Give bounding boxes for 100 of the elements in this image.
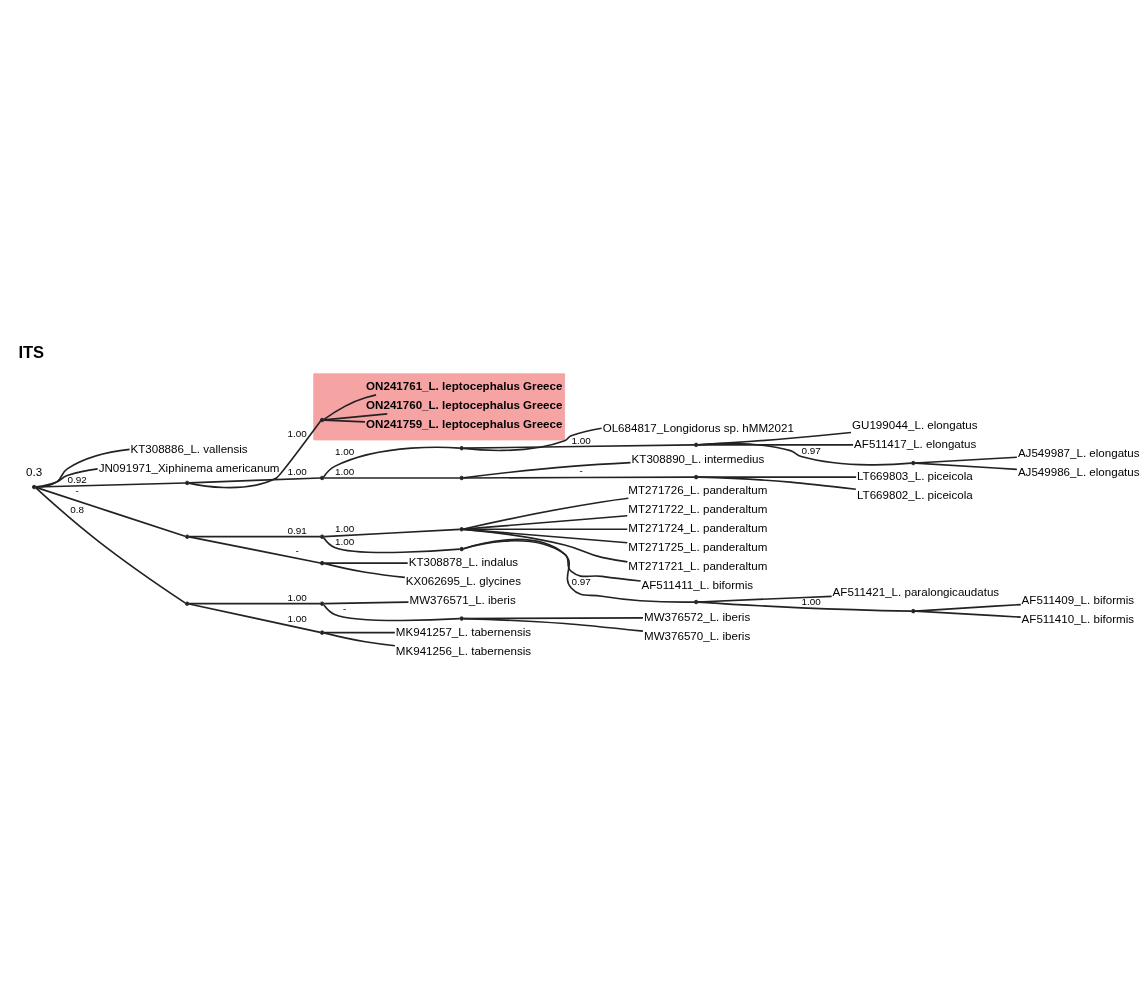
node-point <box>459 526 464 531</box>
connector <box>697 443 854 446</box>
edge-label: - <box>295 544 299 556</box>
node-point <box>911 460 916 465</box>
node-text: ON241761_L. leptocephalus Greece <box>366 379 563 392</box>
connector <box>323 631 396 633</box>
connector <box>323 393 377 420</box>
connector <box>462 475 696 479</box>
edge-label: 1.00 <box>334 465 355 477</box>
node-point <box>459 615 464 621</box>
node-point <box>319 629 325 635</box>
edge-label: 1.00 <box>287 612 307 624</box>
node-text: MW376571_L. iberis <box>409 593 516 606</box>
node-text: LT669802_L. piceicola <box>857 488 973 501</box>
diagram-title: ITS <box>18 342 45 362</box>
connector <box>462 538 695 603</box>
edge-label: 1.00 <box>287 427 307 439</box>
node-text: KT308890_L. intermedius <box>631 452 765 465</box>
connector <box>462 617 644 632</box>
cluster <box>313 372 566 440</box>
node-point <box>459 546 464 551</box>
node-text: MT271726_L. panderaltum <box>628 483 768 496</box>
edge-label: 1.00 <box>571 434 591 446</box>
edge-label: 1.00 <box>287 591 307 603</box>
connector <box>462 426 603 451</box>
node-point <box>184 601 190 606</box>
edge-label: 0.91 <box>287 524 307 536</box>
node-point <box>911 608 916 613</box>
connector <box>188 535 322 564</box>
connector <box>188 419 322 488</box>
connector <box>462 514 629 530</box>
connector <box>188 602 322 633</box>
connector <box>914 461 1018 470</box>
connector <box>462 496 630 530</box>
edge-label: - <box>75 484 79 496</box>
node-text: LT669803_L. piceicola <box>857 469 973 482</box>
node-text: AF511410_L. biformis <box>1021 612 1135 625</box>
label: 0.3 <box>26 465 43 478</box>
connector <box>462 461 632 479</box>
node-text: MK941257_L. tabernensis <box>395 625 532 638</box>
connector <box>697 475 857 490</box>
connector <box>322 445 461 478</box>
edge-label: 1.00 <box>334 445 355 457</box>
connector <box>188 476 322 484</box>
connector <box>697 442 913 466</box>
node-point <box>184 534 190 539</box>
edge-label: - <box>579 464 583 476</box>
connector <box>188 602 322 604</box>
node-text: AJ549986_L. elongatus <box>1017 465 1140 478</box>
node-point <box>319 475 325 480</box>
node-point <box>459 445 464 450</box>
connector <box>35 486 187 604</box>
connector <box>323 476 461 479</box>
connector <box>35 486 186 537</box>
node-point <box>693 442 699 447</box>
node-text: GU199044_L. elongatus <box>852 418 978 431</box>
node-text: KT308886_L. vallensis <box>130 442 248 455</box>
edge-label: 0.97 <box>571 575 591 587</box>
node-text: AF511421_L. paralongicaudatus <box>832 585 1000 598</box>
connector <box>188 535 322 537</box>
node-point <box>319 417 325 422</box>
node-text: MW376570_L. iberis <box>644 629 751 642</box>
node-point <box>319 534 325 539</box>
node-text: KT308878_L. indalus <box>408 555 519 568</box>
node-text: KX062695_L. glycines <box>405 574 522 587</box>
node-text: AF511417_L. elongatus <box>854 437 977 450</box>
node-point <box>693 474 699 479</box>
node-text: ON241760_L. leptocephalus Greece <box>366 398 563 411</box>
node-point <box>31 484 37 489</box>
node-text: MT271721_L. panderaltum <box>628 559 768 572</box>
node-text: MW376572_L. iberis <box>644 610 751 623</box>
connector <box>35 481 186 488</box>
edge-label: - <box>342 602 347 614</box>
connector <box>323 603 461 621</box>
connector <box>323 527 461 537</box>
edge-label: 1.00 <box>334 522 355 534</box>
connector <box>462 443 696 449</box>
connector <box>323 562 406 578</box>
node-text: AF511411_L. biformis <box>641 578 754 591</box>
node-point <box>693 599 699 604</box>
connector <box>323 631 396 647</box>
node-point <box>459 475 464 480</box>
connector <box>914 609 1022 618</box>
edge-label: 1.00 <box>334 535 355 547</box>
node-point <box>319 560 325 565</box>
connector <box>323 561 409 564</box>
edge-label: 0.8 <box>70 503 85 515</box>
node-text: MK941256_L. tabernensis <box>395 644 532 657</box>
node-text: AF511409_L. biformis <box>1021 593 1135 606</box>
connector <box>462 528 629 563</box>
connector <box>323 412 389 421</box>
connector <box>462 527 629 530</box>
node-point <box>184 480 190 485</box>
node-text: JN091971_Xiphinema americanum <box>98 461 280 474</box>
node-text: MT271725_L. panderaltum <box>628 540 768 553</box>
node-text: MT271722_L. panderaltum <box>628 502 768 515</box>
node-text: MT271724_L. panderaltum <box>628 521 768 534</box>
node-point <box>319 601 325 606</box>
edge-label: 0.97 <box>801 444 821 456</box>
connector <box>322 536 461 553</box>
